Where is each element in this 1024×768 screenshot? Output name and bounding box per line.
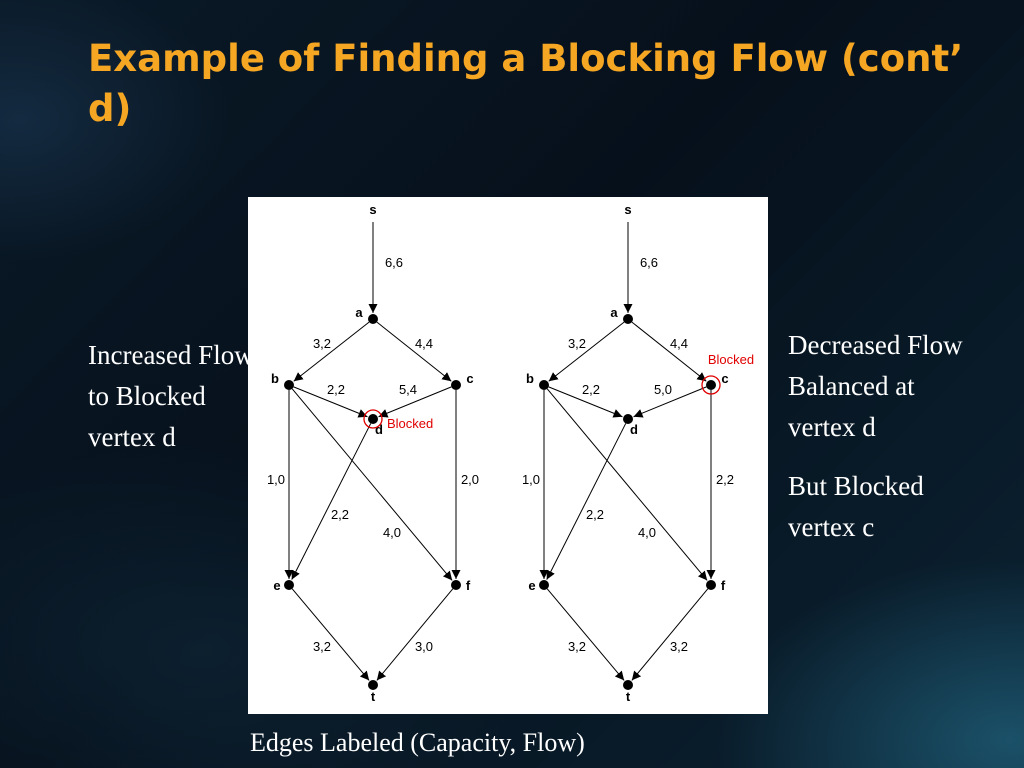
vertex-label-b: b (526, 371, 534, 386)
edge-label-caption: Edges Labeled (Capacity, Flow) (250, 728, 585, 757)
edge-label-b-d: 2,2 (327, 382, 345, 397)
vertex-d (368, 414, 378, 424)
edge-a-b (548, 321, 625, 382)
blocked-marker (701, 375, 721, 395)
edge-label-d-e: 2,2 (331, 507, 349, 522)
left-annotation-line: to Blocked (88, 381, 206, 411)
vertex-label-b: b (271, 371, 279, 386)
vertex-f (451, 580, 461, 590)
vertex-label-f: f (721, 578, 726, 593)
vertex-label-t: t (371, 689, 376, 704)
right-annotation-paragraph: Decreased Flow Balanced at vertex d (788, 325, 1020, 448)
edge-b-f (291, 388, 453, 581)
edge-b-f (546, 388, 708, 581)
vertex-label-a: a (355, 305, 363, 320)
vertex-label-a: a (610, 305, 618, 320)
flow-network-diagram: 6,6 3,2 4,4 2,2 5,4 1,0 2,0 2,2 4,0 3,2 3,0 s a b c d e f… (267, 202, 754, 704)
edge-b-d (548, 386, 623, 418)
edge-f-t (631, 588, 709, 681)
edge-label-e-t: 3,2 (313, 639, 331, 654)
vertex-label-t: t (626, 689, 631, 704)
edge-label-c-f: 2,2 (716, 472, 734, 487)
vertex-label-s: s (369, 202, 376, 217)
vertex-t (623, 680, 633, 690)
vertex-label-c: c (466, 371, 473, 386)
vertex-label-d: d (375, 422, 383, 437)
edge-label-s-a: 6,6 (385, 255, 403, 270)
edge-label-s-a: 6,6 (640, 255, 658, 270)
vertex-t (368, 680, 378, 690)
edge-label-c-d: 5,0 (654, 382, 672, 397)
right-annotation-line: vertex c (788, 512, 875, 542)
edge-f-t (376, 588, 454, 681)
edge-label-c-d: 5,4 (399, 382, 417, 397)
edge-label-a-c: 4,4 (670, 336, 688, 351)
flow-network-1: 6,6 3,2 4,4 2,2 5,4 1,0 2,0 2,2 4,0 3,2 3,0 s a b c d e f… (267, 202, 479, 704)
edge-a-c (631, 321, 707, 382)
blocked-label: Blocked (708, 352, 754, 367)
vertex-label-c: c (721, 371, 728, 386)
edge-label-a-b: 3,2 (313, 336, 331, 351)
left-annotation-line: vertex d (88, 422, 176, 452)
right-annotation-line: vertex d (788, 412, 876, 442)
edge-label-b-f: 4,0 (638, 525, 656, 540)
vertex-b (539, 380, 549, 390)
vertex-c (451, 380, 461, 390)
right-annotation: Decreased Flow Balanced at vertex d But … (788, 325, 1020, 566)
edge-e-t (291, 588, 370, 681)
vertex-label-d: d (630, 422, 638, 437)
edge-label-a-b: 3,2 (568, 336, 586, 351)
right-annotation-line: Balanced at (788, 371, 915, 401)
edge-label-b-e: 1,0 (267, 472, 285, 487)
edge-d-e (546, 423, 627, 580)
edge-label-b-d: 2,2 (582, 382, 600, 397)
edge-label-c-f: 2,0 (461, 472, 479, 487)
flow-network-2: 6,6 3,2 4,4 2,2 5,0 1,0 2,2 2,2 4,0 3,2 3,2 s a b c d e f… (522, 202, 754, 704)
right-annotation-paragraph: But Blocked vertex c (788, 466, 1020, 548)
edge-label-f-t: 3,2 (670, 639, 688, 654)
vertex-b (284, 380, 294, 390)
blocked-marker (363, 409, 383, 429)
left-annotation: Increased Flow to Blocked vertex d (88, 335, 258, 458)
flow-network-panel: 6,6 3,2 4,4 2,2 5,4 1,0 2,0 2,2 4,0 3,2 3,0 s a b c d e f… (248, 197, 768, 714)
edge-label-f-t: 3,0 (415, 639, 433, 654)
edge-b-d (293, 386, 368, 418)
right-annotation-line: But Blocked (788, 471, 924, 501)
vertex-label-e: e (273, 578, 280, 593)
vertex-label-f: f (466, 578, 471, 593)
vertex-a (623, 314, 633, 324)
right-annotation-line: Decreased Flow (788, 330, 963, 360)
edge-c-d (378, 386, 452, 418)
left-annotation-line: Increased Flow (88, 340, 254, 370)
edge-label-b-f: 4,0 (383, 525, 401, 540)
edge-e-t (546, 588, 625, 681)
edge-label-b-e: 1,0 (522, 472, 540, 487)
vertex-f (706, 580, 716, 590)
vertex-label-e: e (528, 578, 535, 593)
vertex-e (539, 580, 549, 590)
edge-a-c (376, 321, 452, 382)
vertex-d (623, 414, 633, 424)
vertex-label-s: s (624, 202, 631, 217)
edge-label-d-e: 2,2 (586, 507, 604, 522)
slide-title: Example of Finding a Blocking Flow (cont… (88, 37, 964, 130)
edge-a-b (293, 321, 370, 382)
vertex-a (368, 314, 378, 324)
blocked-label: Blocked (387, 416, 433, 431)
edge-d-e (291, 423, 372, 580)
edge-label-e-t: 3,2 (568, 639, 586, 654)
edge-c-d (633, 386, 707, 418)
edge-label-a-c: 4,4 (415, 336, 433, 351)
vertex-c (706, 380, 716, 390)
vertex-e (284, 580, 294, 590)
